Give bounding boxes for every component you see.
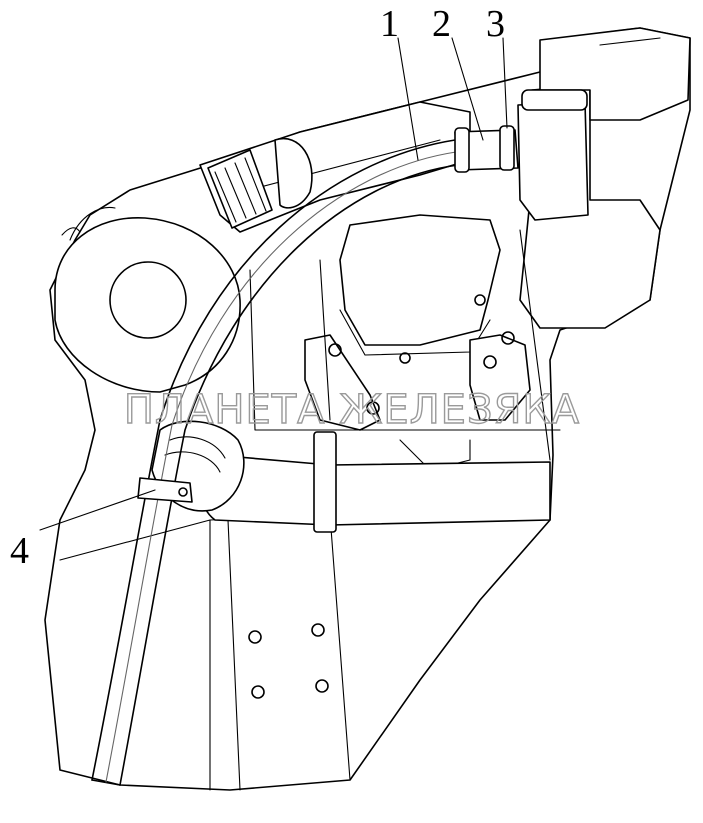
drain-tube-outline — [91, 139, 456, 781]
watermark-text: ПЛАНЕТА ЖЕЛЕЗЯКА — [124, 387, 580, 433]
bolt-hole — [315, 679, 329, 693]
bolt-hole — [311, 623, 325, 637]
lower-housing-edge — [227, 519, 241, 791]
cover-bolt — [399, 352, 411, 364]
bolt-hole — [248, 630, 262, 644]
leader-line-1 — [397, 37, 419, 161]
turbo-outlet — [109, 261, 187, 339]
drain-tube-shade — [105, 151, 457, 783]
turbo-flange — [69, 206, 116, 241]
callout-1: 1 — [380, 3, 399, 45]
lower-housing-edge-2 — [329, 514, 351, 781]
riser-cap — [521, 89, 588, 111]
valve-cover — [339, 214, 501, 346]
turbo-flange-2 — [61, 227, 81, 236]
tube-clamp — [137, 477, 193, 503]
drain-tube-outline-2 — [119, 164, 459, 786]
hose-clamp-left — [454, 127, 470, 173]
tube-clamp-bolt — [178, 487, 188, 497]
frame-rail-3 — [519, 229, 551, 461]
hose-clamp-right — [499, 125, 515, 171]
elbow-rib — [169, 436, 226, 459]
leader-line-4 — [39, 489, 156, 531]
valve-cover-rim — [339, 309, 491, 356]
callout-4: 4 — [10, 530, 29, 572]
intake-coupling — [207, 137, 313, 229]
lower-pipe — [199, 454, 551, 526]
leader-line-2 — [451, 37, 484, 141]
lower-pipe-clamp — [313, 431, 337, 533]
bracket-bolt — [483, 355, 497, 369]
bracket-bolt — [328, 343, 342, 357]
bracket-bolt — [366, 401, 380, 415]
riser-pipe — [517, 101, 589, 221]
bracket-bolt — [501, 331, 515, 345]
intake-seam — [229, 139, 441, 196]
bolt-hole — [251, 685, 265, 699]
callout-3: 3 — [486, 3, 505, 45]
frame-rail-2 — [319, 259, 331, 421]
upper-cap-edge — [599, 37, 661, 46]
cover-bolt — [474, 294, 486, 306]
callout-2: 2 — [432, 3, 451, 45]
frame-rail — [249, 269, 561, 431]
right-bracket — [469, 334, 531, 421]
leader-line-3 — [502, 37, 508, 129]
elbow-rib-2 — [164, 451, 221, 473]
